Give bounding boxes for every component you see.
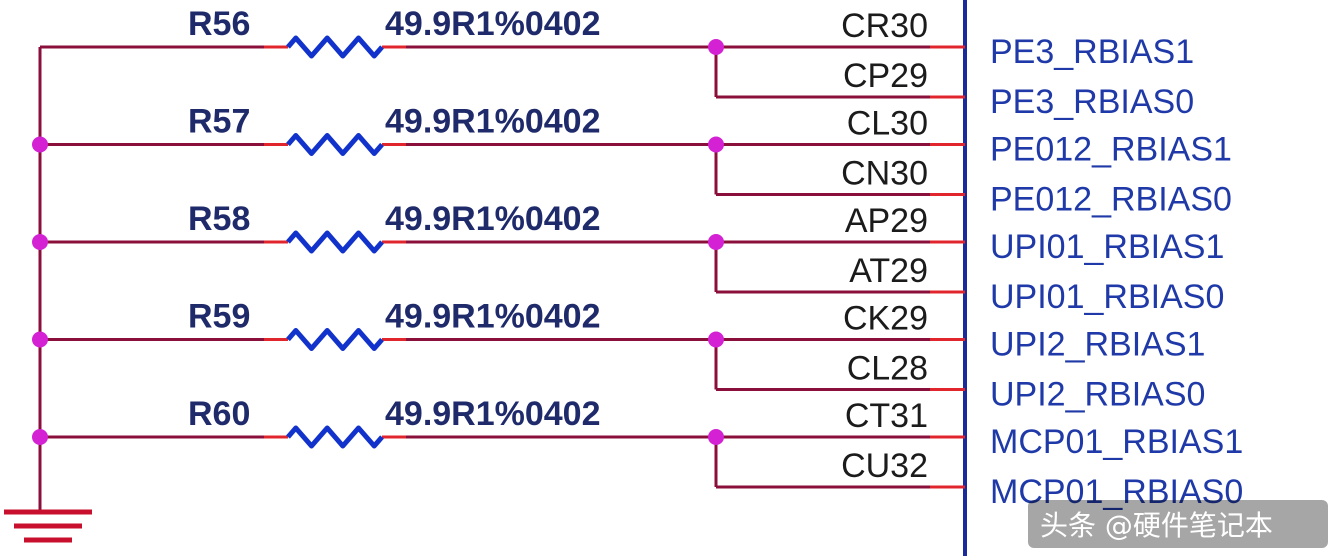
components-layer <box>32 35 724 449</box>
net-name-label: PE3_RBIAS0 <box>990 83 1194 121</box>
pin-number-label: CP29 <box>843 57 928 95</box>
pin-number-label: CN30 <box>841 155 928 193</box>
pin-number-label: CK29 <box>843 300 928 338</box>
resistor-ref-label: R58 <box>188 200 250 238</box>
resistor-symbol <box>286 230 384 254</box>
wires-layer <box>4 0 967 556</box>
junction-dot <box>708 331 724 348</box>
resistor-ref-label: R60 <box>188 395 250 433</box>
net-name-label: UPI01_RBIAS1 <box>990 228 1224 266</box>
net-name-label: PE012_RBIAS0 <box>990 181 1232 219</box>
junction-dot <box>708 429 724 445</box>
resistor-ref-label: R57 <box>188 103 250 141</box>
resistor-ref-label: R59 <box>188 298 250 336</box>
watermark-text: 头条 @硬件笔记本 <box>1040 509 1273 542</box>
resistor-value-label: 49.9R1%0402 <box>385 103 601 141</box>
watermark-backdrop <box>1028 500 1328 548</box>
pin-number-label: CU32 <box>841 447 928 485</box>
junction-dot <box>32 234 48 250</box>
junction-dot <box>708 136 724 153</box>
resistor-value-label: 49.9R1%0402 <box>385 298 601 336</box>
resistor-value-label: 49.9R1%0402 <box>385 395 601 433</box>
junction-dot <box>708 39 724 55</box>
net-name-label: PE012_RBIAS1 <box>990 131 1232 169</box>
net-name-label: MCP01_RBIAS1 <box>990 423 1243 461</box>
pin-number-label: CL30 <box>847 105 928 143</box>
resistor-symbol <box>286 328 384 351</box>
junction-dot <box>32 429 48 445</box>
junction-dot <box>32 136 48 153</box>
watermark: 头条 @硬件笔记本 <box>1028 500 1328 548</box>
junction-dot <box>32 331 48 348</box>
resistor-value-label: 49.9R1%0402 <box>385 5 601 43</box>
resistor-symbol <box>286 35 384 59</box>
resistor-ref-label: R56 <box>188 5 250 43</box>
pin-number-label: AT29 <box>849 252 928 290</box>
net-name-label: UPI2_RBIAS1 <box>990 326 1205 364</box>
resistor-symbol <box>286 425 384 449</box>
pin-number-label: CT31 <box>845 397 928 435</box>
resistor-symbol <box>286 133 384 156</box>
pin-number-label: CR30 <box>841 7 928 45</box>
net-name-label: UPI01_RBIAS0 <box>990 278 1224 316</box>
net-name-label: UPI2_RBIAS0 <box>990 376 1205 414</box>
resistor-value-label: 49.9R1%0402 <box>385 200 601 238</box>
net-name-label: PE3_RBIAS1 <box>990 33 1194 71</box>
net-name-label: MCP01_RBIAS0 <box>990 473 1243 511</box>
junction-dot <box>708 234 724 250</box>
pin-number-label: AP29 <box>845 202 928 240</box>
pin-number-label: CL28 <box>847 350 928 388</box>
